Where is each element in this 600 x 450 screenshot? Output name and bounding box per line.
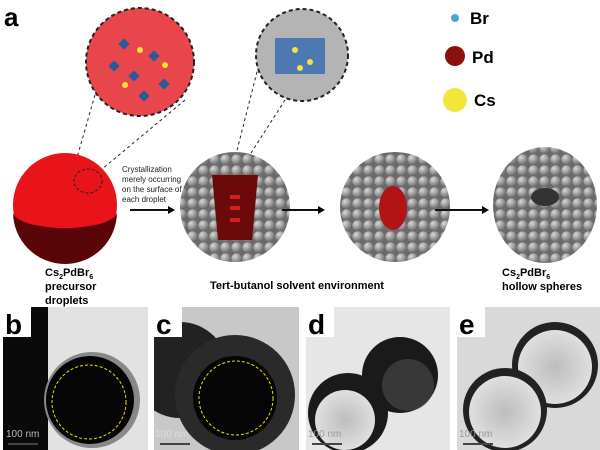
arrow-2 <box>282 206 325 214</box>
panel-label-d: d <box>308 309 325 340</box>
legend-cs-swatch <box>443 88 467 112</box>
zoom-callout-droplet <box>71 7 195 176</box>
legend-br-swatch <box>451 14 459 22</box>
legend-pd-label: Pd <box>472 48 494 67</box>
shell-sphere-1 <box>180 152 290 262</box>
legend-cs-label: Cs <box>474 91 496 110</box>
product-label: Cs2PdBr6 hollow spheres <box>502 267 582 293</box>
scale-label-e: 100 nm <box>459 429 492 440</box>
panel-label-e: e <box>459 309 475 340</box>
legend: Br Pd Cs <box>443 9 496 112</box>
legend-pd-swatch <box>445 46 465 66</box>
panel-label-c: c <box>156 309 172 340</box>
solvent-label: Tert-butanol solvent environment <box>210 280 384 292</box>
tem-panel-d: d 100 nm <box>306 307 450 450</box>
legend-br-label: Br <box>470 9 489 28</box>
zoom-callout-surface <box>229 8 349 179</box>
annotation-text: Crystallization merely occurring on the … <box>122 165 184 204</box>
precursor-droplet <box>13 153 117 264</box>
arrow-1 <box>130 206 175 214</box>
precursor-label: Cs2PdBr6 precursor droplets <box>45 267 99 307</box>
scale-label-d: 100 nm <box>308 429 341 440</box>
hollow-sphere <box>493 147 597 263</box>
scale-label-b: 100 nm <box>6 429 39 440</box>
tem-panel-e: e 100 nm <box>457 307 600 450</box>
panel-label-a: a <box>4 2 19 32</box>
tem-panel-b: b 100 nm <box>3 307 148 450</box>
arrow-3 <box>435 206 489 214</box>
panel-label-b: b <box>5 309 22 340</box>
shell-sphere-2 <box>340 152 450 262</box>
scale-label-c: 100 nm <box>155 429 188 440</box>
tem-panel-c: c 100 nm <box>154 307 299 450</box>
